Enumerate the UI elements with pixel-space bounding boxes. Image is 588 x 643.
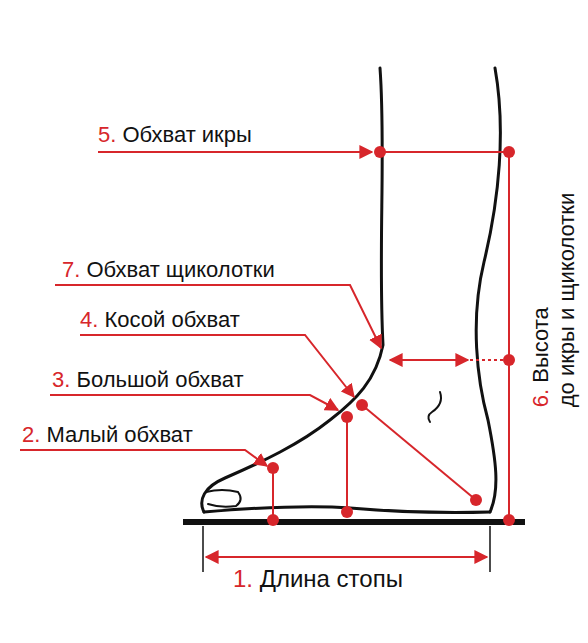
measure-lines <box>20 152 509 520</box>
measure-name: Малый обхват <box>46 422 192 447</box>
measure-name: Большой обхват <box>76 367 243 392</box>
callout-number: 6. <box>528 383 553 407</box>
measure-name: Обхват икры <box>122 122 251 147</box>
callout-number: 2. <box>22 422 46 447</box>
callout-number: 5. <box>98 122 122 147</box>
length-label: 1. Длина стопы <box>233 566 403 592</box>
measure-name: Высота <box>528 307 553 383</box>
callout-number: 1. <box>233 565 260 592</box>
small-girth-label: 2. Малый обхват <box>22 422 193 448</box>
measure-name: Обхват щиколотки <box>86 257 274 282</box>
ground-bar <box>183 519 525 525</box>
callout-number: 4. <box>80 307 104 332</box>
callout-number: 7. <box>62 257 86 282</box>
label-line: 6. Высота <box>528 193 554 408</box>
height-label: 6. Высотадо икры и щиколотки <box>528 193 580 408</box>
measure-name: до икры и щиколотки <box>554 193 579 408</box>
callout-number: 3. <box>52 367 76 392</box>
big-girth-label: 3. Большой обхват <box>52 367 244 393</box>
label-line: до икры и щиколотки <box>554 193 580 408</box>
measure-dots <box>267 146 515 526</box>
measure-name: Косой обхват <box>104 307 239 332</box>
calf-label: 5. Обхват икры <box>98 122 252 148</box>
measure-name: Длина стопы <box>260 565 403 592</box>
ankle-label: 7. Обхват щиколотки <box>62 257 275 283</box>
oblique-label: 4. Косой обхват <box>80 307 240 333</box>
